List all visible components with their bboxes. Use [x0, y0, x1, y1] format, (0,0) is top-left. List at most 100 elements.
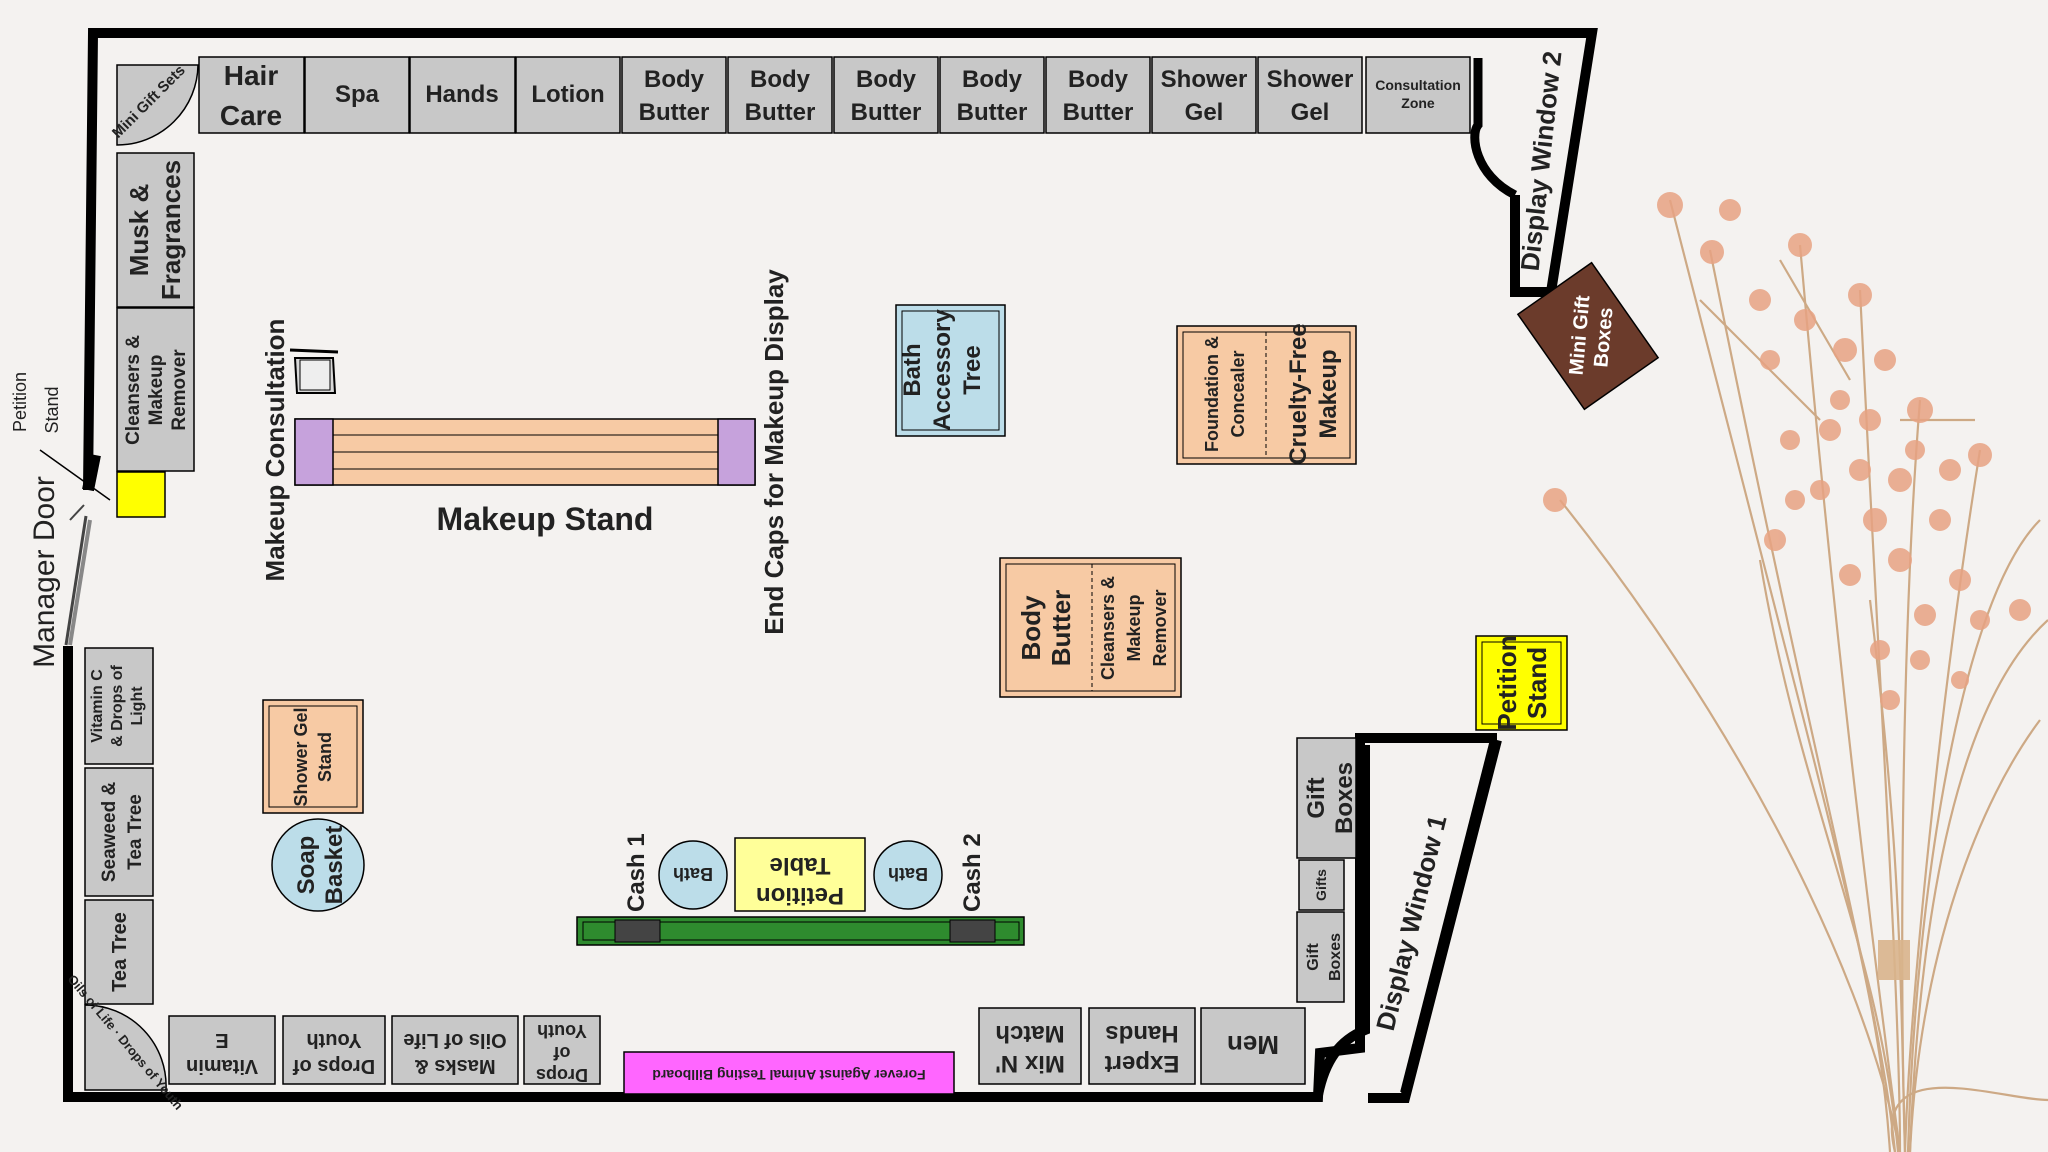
- youth-2-label: Youth: [537, 1021, 587, 1041]
- accessory-label: Accessory: [929, 309, 956, 431]
- table-label: Table: [770, 852, 831, 879]
- cash-2-label: Cash 2: [959, 833, 986, 912]
- petition-stand-right: Petition Stand: [1475, 635, 1568, 731]
- shower-gel-1-label: Shower: [1161, 66, 1248, 93]
- cleansers-floor-label: Cleansers &: [1098, 576, 1118, 680]
- bottom-wall-shelves: [168, 1007, 1306, 1095]
- concealer-label: Concealer: [1228, 350, 1248, 437]
- cleansers-wall-label: Cleansers &: [123, 335, 144, 445]
- shelf-hands-label: Hands: [425, 81, 498, 108]
- basket-label: Basket: [321, 826, 348, 905]
- stand-left-label: Stand: [42, 386, 62, 433]
- remover-wall-label: Remover: [169, 349, 190, 431]
- shower-gel-stand: Shower Gel Stand: [262, 699, 364, 814]
- body-butter-5-label-2: Butter: [1063, 99, 1134, 126]
- e-label: E: [215, 1029, 228, 1051]
- masks-label: Masks &: [414, 1055, 495, 1077]
- display-window-1-label: Display Window 1: [1370, 812, 1453, 1033]
- musk-label: Musk &: [124, 184, 154, 276]
- consultation-zone-label: Consultation: [1375, 77, 1461, 93]
- petition-table: Petition Table: [734, 837, 866, 912]
- match-label: Match: [995, 1020, 1064, 1047]
- dried-flowers-decoration: [1543, 192, 2048, 1152]
- seaweed-label: Seaweed &: [99, 782, 120, 883]
- end-caps-label: End Caps for Makeup Display: [759, 269, 789, 635]
- stand-label: Stand: [315, 732, 335, 782]
- foundation-cruelty-free-stand: Foundation & Concealer Cruelty-Free Make…: [1176, 323, 1357, 465]
- soap-basket: Soap Basket: [271, 818, 365, 912]
- mini-gift-sets-shelf: [116, 64, 199, 146]
- body-butter-cleansers-stand: Body Butter Cleansers & Makeup Remover: [999, 557, 1182, 698]
- mini-gift-boxes: Mini Gift Boxes: [1516, 261, 1660, 411]
- petition-stand-pointer: [39, 449, 111, 501]
- cruelty-free-label: Cruelty-Free: [1285, 323, 1312, 464]
- light-label: Light: [129, 686, 146, 726]
- manager-door: [64, 453, 101, 646]
- shelf-spa-label: Spa: [335, 81, 380, 108]
- tree-label: Tree: [959, 345, 986, 394]
- bath-tree-label: Bath: [899, 343, 926, 396]
- butter-label: Butter: [1046, 590, 1076, 667]
- petition-left-label: Petition: [10, 372, 30, 432]
- drops-of-youth-1-label: Drops of: [293, 1055, 376, 1077]
- petition-table-label: Petition: [756, 882, 844, 909]
- remover-floor-label: Remover: [1150, 589, 1170, 666]
- shower-gel-2-label: Shower: [1267, 66, 1354, 93]
- gifts-label: Gifts: [1313, 869, 1329, 901]
- makeup-consultation-label: Makeup Consultation: [260, 319, 290, 582]
- mix-label: Mix N': [995, 1050, 1065, 1077]
- gift-boxes-1-label-2: Boxes: [1331, 762, 1358, 834]
- body-butter-3-label-2: Butter: [851, 99, 922, 126]
- body-butter-4-label: Body: [962, 66, 1023, 93]
- foundation-label: Foundation &: [1202, 336, 1222, 452]
- vitamin-label: Vitamin: [186, 1055, 258, 1077]
- youth-1-label: Youth: [306, 1029, 361, 1051]
- tea-tree-wall-label: Tea Tree: [125, 794, 146, 870]
- right-side-shelves: [1296, 737, 1357, 1003]
- bath-display-1: Bath: [658, 840, 728, 910]
- body-butter-4-label-2: Butter: [957, 99, 1028, 126]
- consultation-chair-icon: [289, 348, 339, 394]
- body-butter-2-label-2: Butter: [745, 99, 816, 126]
- shelf-lotion-label: Lotion: [531, 81, 604, 108]
- drops-2-label: Drops: [536, 1065, 588, 1085]
- body-butter-1-label: Body: [644, 66, 705, 93]
- shower-gel-2-label-2: Gel: [1291, 99, 1330, 126]
- makeup-stand: Makeup Stand: [294, 418, 756, 537]
- shelf-hair-care-label: Hair: [224, 60, 279, 91]
- hands-label: Hands: [1105, 1020, 1178, 1047]
- body-butter-1-label-2: Butter: [639, 99, 710, 126]
- body-butter-2-label: Body: [750, 66, 811, 93]
- top-wall-shelves: [116, 56, 1471, 146]
- soap-label: Soap: [293, 836, 320, 895]
- bath-display-2: Bath: [873, 840, 943, 910]
- left-wall-shelves: [84, 152, 195, 1091]
- of-2-label: of: [553, 1043, 571, 1063]
- body-label: Body: [1016, 595, 1046, 661]
- gift-boxes-1-label: Gift: [1303, 777, 1330, 818]
- shelf-hair-care-label-2: Care: [220, 100, 282, 131]
- cash-1-label: Cash 1: [623, 833, 650, 912]
- shower-gel-1-label-2: Gel: [1185, 99, 1224, 126]
- bath-accessory-tree: Bath Accessory Tree: [895, 304, 1006, 437]
- bath-2-label: Bath: [888, 864, 928, 884]
- consultation-zone-label-2: Zone: [1401, 95, 1435, 111]
- expert-label: Expert: [1105, 1050, 1180, 1077]
- oils-of-life-label: Oils of Life: [403, 1029, 506, 1051]
- petition-right-label: Petition: [1492, 635, 1522, 730]
- drops-of-label: & Drops of: [109, 664, 126, 746]
- cash-counter: Cash 1 Cash 2: [576, 833, 1025, 946]
- gift-boxes-2-label-2: Boxes: [1327, 933, 1344, 981]
- fragrances-label: Fragrances: [156, 160, 186, 300]
- body-butter-5-label: Body: [1068, 66, 1129, 93]
- tea-tree-label: Tea Tree: [109, 912, 131, 992]
- display-window-1-wall: [1313, 738, 1502, 1103]
- stand-right-label: Stand: [1522, 647, 1552, 719]
- shower-gel-stand-label: Shower Gel: [291, 707, 311, 806]
- gift-boxes-2-label: Gift: [1305, 943, 1322, 971]
- makeup-floor-label: Makeup: [1124, 594, 1144, 661]
- billboard-label: Forever Against Animal Testing Billboard: [652, 1067, 925, 1083]
